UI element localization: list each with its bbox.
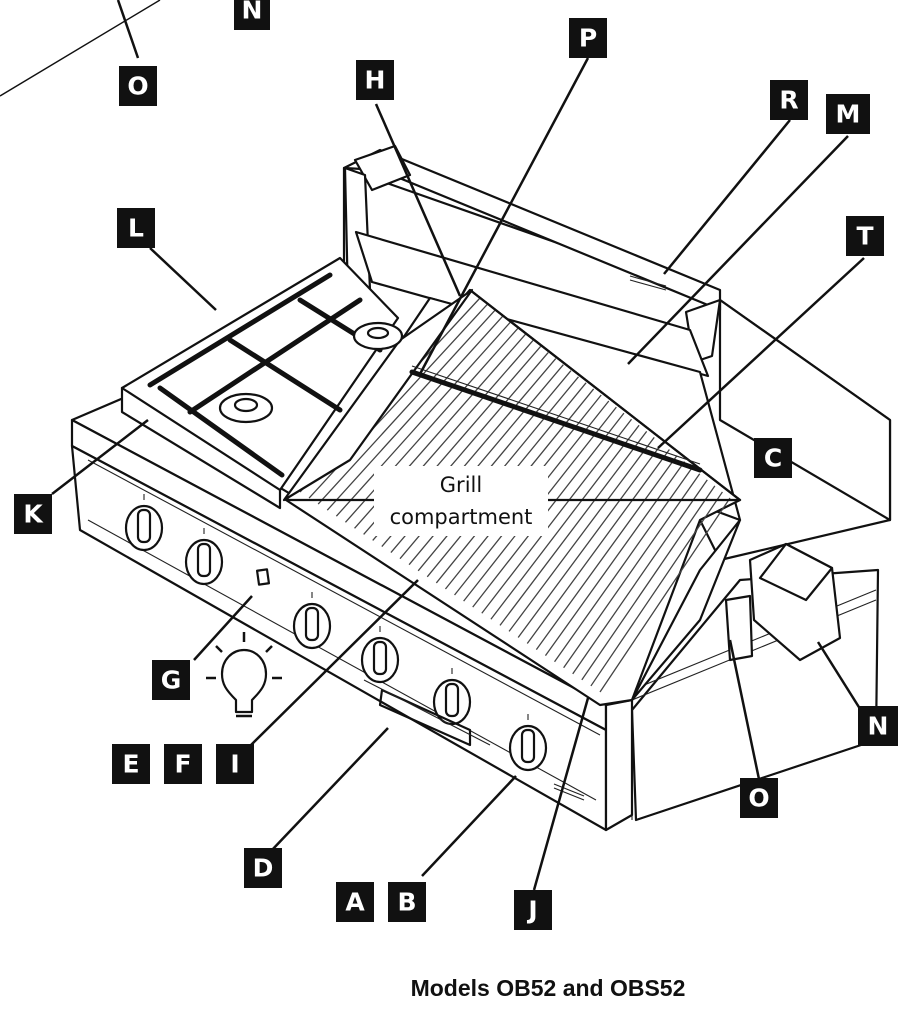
grate-slat xyxy=(317,309,496,505)
label-O: O xyxy=(740,778,778,818)
control-knob xyxy=(124,494,164,552)
inset-fragment xyxy=(0,0,161,97)
label-A: A xyxy=(336,882,374,922)
grate-slat xyxy=(326,315,504,511)
light-switch xyxy=(255,568,271,586)
rotisserie-rod xyxy=(409,365,703,473)
grill-compartment-callout: Grill compartment xyxy=(374,466,548,536)
label-C: C xyxy=(754,438,792,478)
figure-caption: Models OB52 and OBS52 xyxy=(411,975,686,1001)
grate-slat xyxy=(581,485,716,681)
svg-text:I: I xyxy=(230,750,239,779)
svg-text:T: T xyxy=(856,222,873,251)
grate-slat xyxy=(472,412,625,608)
side-burner xyxy=(120,256,404,510)
svg-text:D: D xyxy=(253,854,274,883)
grate-slat xyxy=(490,424,640,620)
grate-slat xyxy=(535,455,678,650)
control-knob xyxy=(508,714,548,772)
svg-text:C: C xyxy=(764,444,782,473)
label-D: D xyxy=(244,848,282,888)
light-bulb-icon xyxy=(206,632,282,718)
grate-slat xyxy=(590,491,723,687)
grate-slat xyxy=(499,430,648,626)
svg-text:K: K xyxy=(23,500,44,529)
label-B: B xyxy=(388,882,426,922)
svg-text:A: A xyxy=(345,888,365,917)
svg-text:R: R xyxy=(779,86,798,115)
grate-slat xyxy=(599,497,731,693)
drip-tray-handle xyxy=(363,679,491,747)
svg-text:J: J xyxy=(526,896,537,925)
svg-text:F: F xyxy=(174,750,191,779)
svg-text:M: M xyxy=(836,100,861,129)
label-P: P xyxy=(569,18,607,58)
svg-text:B: B xyxy=(397,888,416,917)
brand-plate xyxy=(553,783,585,801)
grate-slat xyxy=(481,418,633,614)
grate-slat xyxy=(335,321,511,517)
control-knobs xyxy=(124,494,548,772)
end-panel xyxy=(630,518,742,702)
label-top-N: N xyxy=(234,0,270,30)
label-J: J xyxy=(514,890,552,930)
control-knob xyxy=(432,668,472,726)
svg-text:O: O xyxy=(127,72,148,101)
control-knob xyxy=(184,528,224,586)
label-H: H xyxy=(356,60,394,100)
label-F: F xyxy=(164,744,202,784)
label-K: K xyxy=(14,494,52,534)
label-R: R xyxy=(770,80,808,120)
label-L: L xyxy=(117,208,155,248)
grate-slat xyxy=(526,449,670,644)
label-O-top: O xyxy=(119,66,157,106)
svg-text:N: N xyxy=(242,0,263,25)
svg-text:G: G xyxy=(161,666,182,695)
grate-slat xyxy=(517,443,663,638)
label-M: M xyxy=(826,94,870,134)
leader-lines xyxy=(51,57,865,891)
svg-text:O: O xyxy=(748,784,769,813)
grate-slat xyxy=(508,437,655,632)
grill-callout-line1: Grill xyxy=(440,473,482,497)
control-knob xyxy=(360,626,400,684)
divider-panel xyxy=(282,288,474,502)
grate-slat xyxy=(572,479,708,675)
svg-text:H: H xyxy=(365,66,386,95)
label-T: T xyxy=(846,216,884,256)
grill-callout-line2: compartment xyxy=(390,505,533,529)
svg-text:L: L xyxy=(128,214,144,243)
svg-text:E: E xyxy=(122,750,139,779)
svg-text:P: P xyxy=(579,24,597,53)
rotisserie-motor xyxy=(724,542,842,662)
grate-slat xyxy=(544,461,686,657)
label-E: E xyxy=(112,744,150,784)
control-knob xyxy=(292,592,332,650)
label-N: N xyxy=(858,706,898,746)
label-G: G xyxy=(152,660,190,700)
grate-slat xyxy=(563,473,701,669)
svg-text:N: N xyxy=(868,712,889,741)
label-I: I xyxy=(216,744,254,784)
